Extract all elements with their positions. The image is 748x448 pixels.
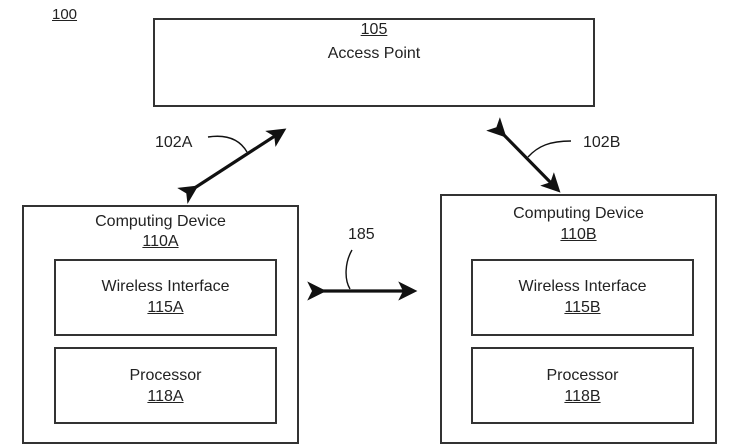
processor-a: Processor 118A xyxy=(54,347,277,424)
access-point-ref: 105 xyxy=(360,21,388,38)
wireless-b-ref: 115B xyxy=(564,299,601,316)
processor-b-title: Processor xyxy=(546,367,619,384)
wireless-interface-b: Wireless Interface 115B xyxy=(471,259,694,336)
device-b-title: Computing Device xyxy=(513,205,644,222)
peer-link-label: 185 xyxy=(348,226,375,243)
link-b-leader xyxy=(527,140,572,158)
link-a-arrow xyxy=(177,128,287,205)
peer-link-leader xyxy=(345,249,353,290)
wireless-b-title: Wireless Interface xyxy=(518,278,647,295)
device-a-title: Computing Device xyxy=(95,213,226,230)
processor-b-ref: 118B xyxy=(564,388,601,405)
access-point-box: Access Point 105 xyxy=(153,18,595,107)
wireless-interface-a: Wireless Interface 115A xyxy=(54,259,277,336)
wireless-a-title: Wireless Interface xyxy=(101,278,230,295)
link-b-arrow xyxy=(486,117,561,193)
link-b-label: 102B xyxy=(583,134,621,151)
device-a-ref: 110A xyxy=(142,233,179,250)
figure-number: 100 xyxy=(52,6,78,23)
processor-a-ref: 118A xyxy=(147,388,184,405)
processor-b: Processor 118B xyxy=(471,347,694,424)
device-b-ref: 110B xyxy=(560,226,597,243)
access-point-title: Access Point xyxy=(327,45,421,62)
wireless-a-ref: 115A xyxy=(147,299,184,316)
processor-a-title: Processor xyxy=(129,367,202,384)
link-a-leader xyxy=(207,135,248,153)
